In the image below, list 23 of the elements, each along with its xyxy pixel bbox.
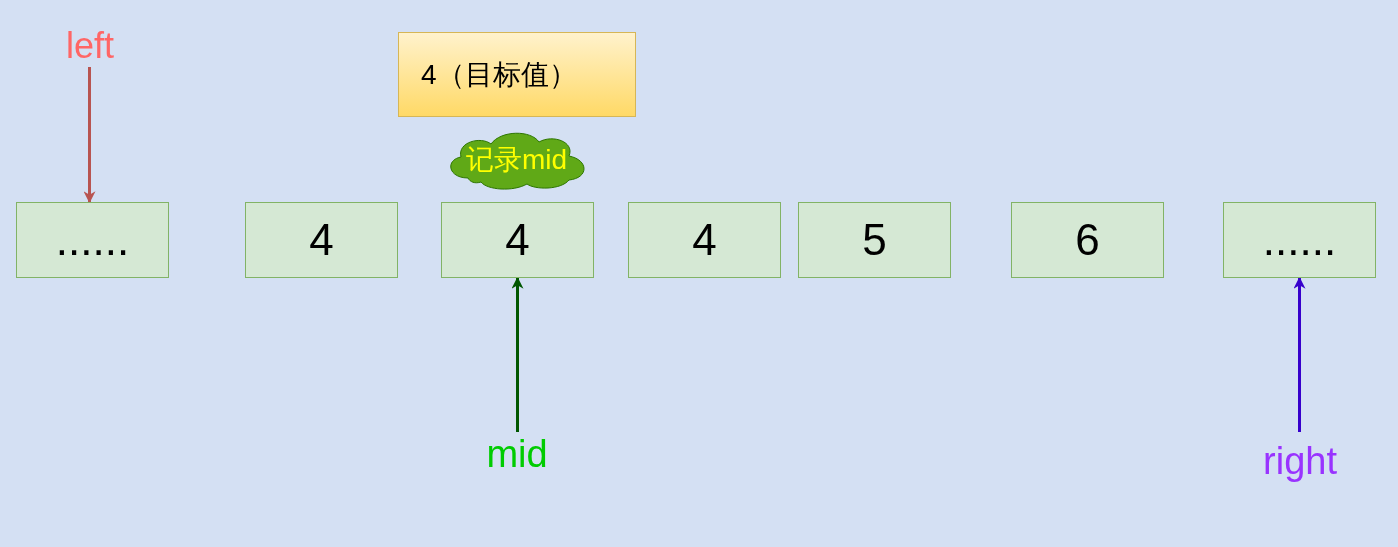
cloud-label: 记录mid xyxy=(465,143,568,177)
array-cell xyxy=(798,202,951,278)
arrow xyxy=(511,276,524,432)
cell-value: 4 xyxy=(309,215,334,265)
cell-value: 5 xyxy=(862,215,887,265)
cell-value: ...... xyxy=(55,215,130,265)
arrow xyxy=(83,67,96,204)
pointer-label: right xyxy=(1263,439,1337,483)
array-cell xyxy=(441,202,594,278)
array-cell xyxy=(16,202,169,278)
pointer-label: mid xyxy=(486,432,548,476)
array-cell xyxy=(1223,202,1376,278)
target-label: 4（目标值） xyxy=(421,57,577,92)
array-cell xyxy=(245,202,398,278)
cell-value: 4 xyxy=(692,215,717,265)
cell-value: ...... xyxy=(1262,215,1337,265)
cell-value: 6 xyxy=(1075,215,1100,265)
array-cell xyxy=(628,202,781,278)
pointer-label: left xyxy=(66,25,114,67)
target-value-box xyxy=(398,32,636,117)
array-cell xyxy=(1011,202,1164,278)
cell-value: 4 xyxy=(505,215,530,265)
arrow xyxy=(1293,276,1306,432)
